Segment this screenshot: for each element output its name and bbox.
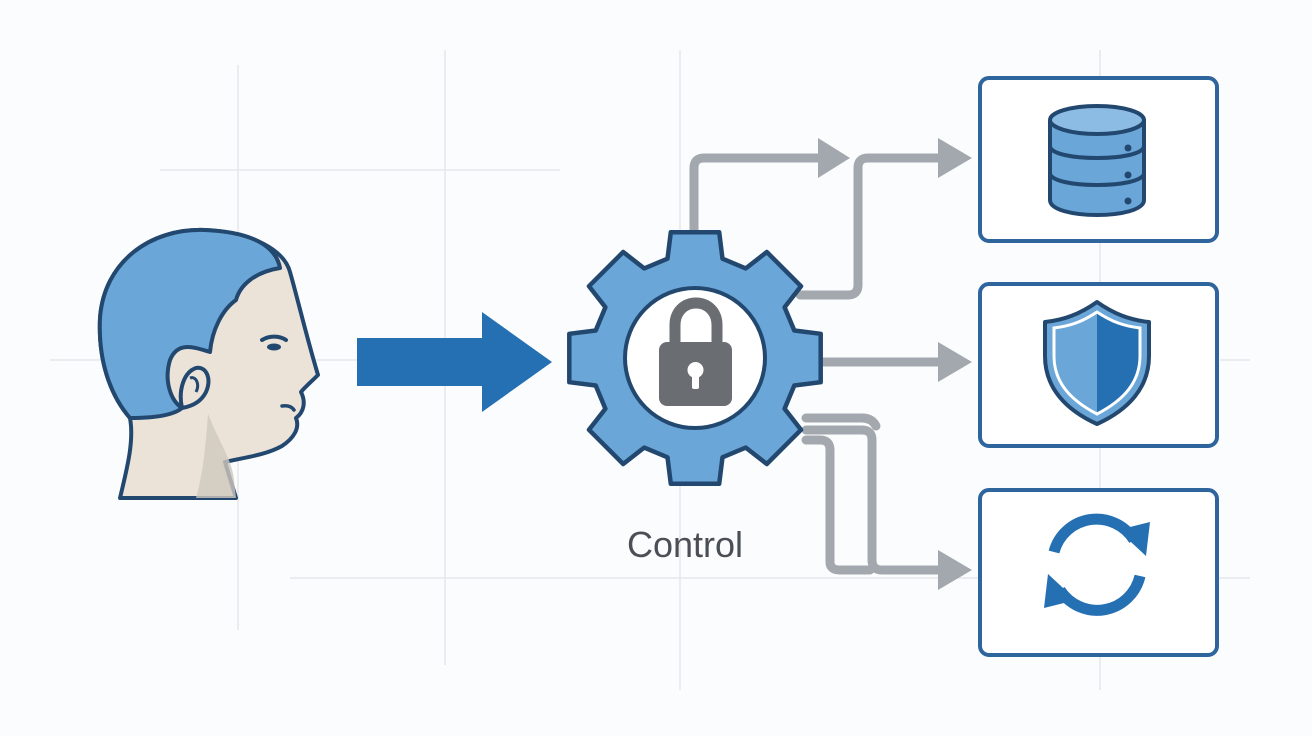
refresh-icon xyxy=(1044,513,1150,616)
connector-lines xyxy=(689,153,951,575)
connector-arrowheads xyxy=(818,138,972,590)
connector-bottom-a xyxy=(801,425,951,575)
database-icon xyxy=(1048,104,1146,217)
lock-icon xyxy=(659,297,732,406)
arrowhead-top-b xyxy=(938,138,972,178)
control-label: Control xyxy=(626,524,744,565)
arrowhead-top-a xyxy=(818,138,850,178)
refresh-box xyxy=(978,488,1219,657)
person-head-icon xyxy=(97,227,320,500)
arrowhead-middle xyxy=(938,342,972,382)
input-arrow xyxy=(357,312,552,412)
shield-icon xyxy=(1043,300,1151,426)
connector-bottom-c xyxy=(801,413,881,431)
arrowhead-bottom xyxy=(938,550,972,590)
connector-bottom-b xyxy=(801,435,875,575)
connector-top-a xyxy=(689,153,831,235)
connector-top-b xyxy=(795,153,951,300)
